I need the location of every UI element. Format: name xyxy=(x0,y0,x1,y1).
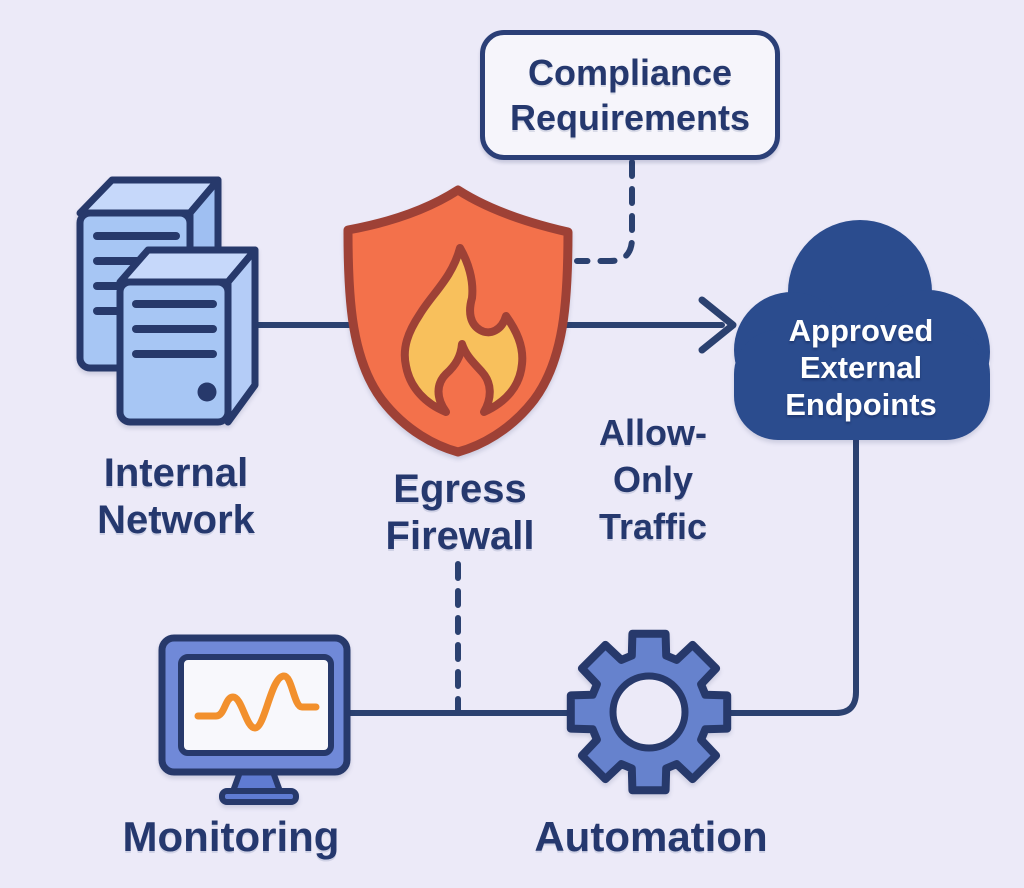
approved-external-endpoints-label: Approved External Endpoints xyxy=(785,313,937,423)
monitor-screen xyxy=(178,654,334,756)
cloud-icon xyxy=(734,220,990,440)
server-led-dot xyxy=(197,382,217,402)
arrowhead-icon xyxy=(698,296,737,354)
monitoring-label: Monitoring xyxy=(122,812,340,860)
allow-only-traffic-label: Allow- Only Traffic xyxy=(598,411,708,547)
internal-network-label: Internal Network xyxy=(97,450,255,542)
compliance-requirements-label: Compliance Requirements xyxy=(509,52,751,138)
waveform-icon xyxy=(194,672,320,732)
monitoring-automation-cloud-line xyxy=(344,427,859,716)
automation-label: Automation xyxy=(534,812,768,860)
gear-icon xyxy=(566,629,732,795)
server-front-side xyxy=(224,246,259,426)
monitor-base xyxy=(219,788,299,805)
compliance-dashed-connector xyxy=(574,159,635,264)
compliance-requirements-box: Compliance Requirements xyxy=(480,30,780,160)
gear-hole xyxy=(609,672,689,752)
servers-icon xyxy=(76,176,259,426)
monitor-icon xyxy=(158,634,351,805)
firewall-shield-icon xyxy=(343,185,573,457)
flame-icon xyxy=(400,244,527,416)
cloud-base xyxy=(734,330,990,440)
egress-firewall-label: Egress Firewall xyxy=(385,466,535,558)
